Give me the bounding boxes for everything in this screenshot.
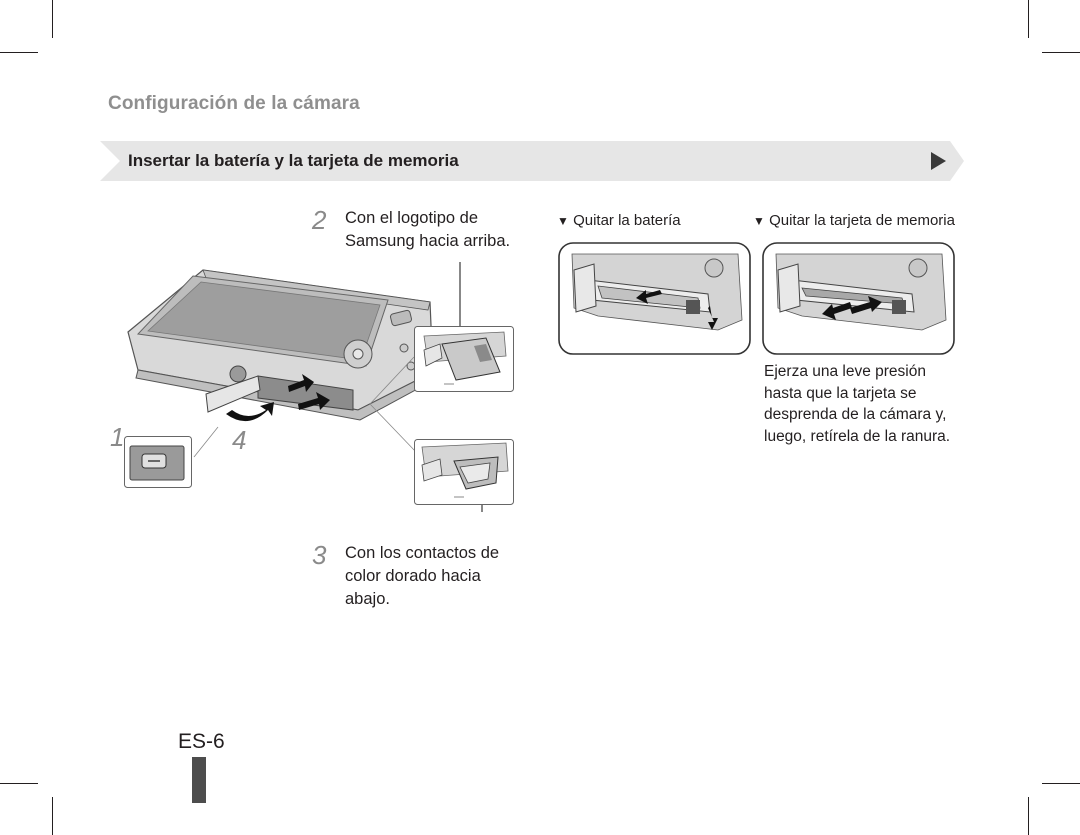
section-title: Insertar la batería y la tarjeta de memo… [128,151,459,170]
step-3-line: abajo. [345,590,390,608]
step-number-2: 2 [312,205,327,235]
crop-mark [1042,52,1080,53]
insert-arrow-icon [298,392,330,410]
rotate-arrow-icon [226,402,274,422]
remove-card-label: Quitar la tarjeta de memoria [769,212,955,229]
crop-mark [1028,0,1029,38]
step-3-line: color dorado hacia [345,567,481,585]
battery-illustration [414,326,514,392]
latch-icon [124,436,192,488]
remove-card-heading: ▼ Quitar la tarjeta de memoria [753,212,955,229]
step-3-text: Con los contactos de color dorado hacia … [345,542,499,611]
crop-mark [1028,797,1029,835]
crop-mark [52,0,53,38]
step-number-1: 1 [110,422,125,452]
section-banner [100,141,964,181]
chapter-title: Configuración de la cámara [108,93,360,114]
triangle-bullet-icon: ▼ [557,214,569,228]
remove-battery-label: Quitar la batería [573,212,681,229]
triangle-bullet-icon: ▼ [753,214,765,228]
page-number: ES-6 [178,730,225,753]
remove-battery-illustration [558,242,751,355]
note-line: luego, retírela de la ranura. [764,427,951,445]
step-3-line: Con los contactos de [345,544,500,562]
step-number-4: 4 [232,425,247,455]
step-2-line: Con el logotipo de [345,209,479,227]
insert-arrow-icon [288,374,314,392]
note-line: Ejerza una leve presión [764,363,926,380]
step-2-text: Con el logotipo de Samsung hacia arriba. [345,207,510,253]
note-line: hasta que la tarjeta se [764,384,917,402]
side-tab [192,757,206,803]
crop-mark [0,783,38,784]
step-2-line: Samsung hacia arriba. [345,232,511,250]
memory-card-illustration [414,439,514,505]
remove-card-illustration [762,242,955,355]
next-page-arrow-icon [931,152,946,170]
note-line: desprenda de la cámara y, [764,406,947,423]
crop-mark [0,52,38,53]
camera-illustration [127,262,483,512]
crop-mark [52,797,53,835]
crop-mark [1042,783,1080,784]
remove-card-note: Ejerza una leve presión hasta que la tar… [764,361,994,447]
remove-battery-heading: ▼ Quitar la batería [557,212,681,229]
step-number-3: 3 [312,540,327,570]
